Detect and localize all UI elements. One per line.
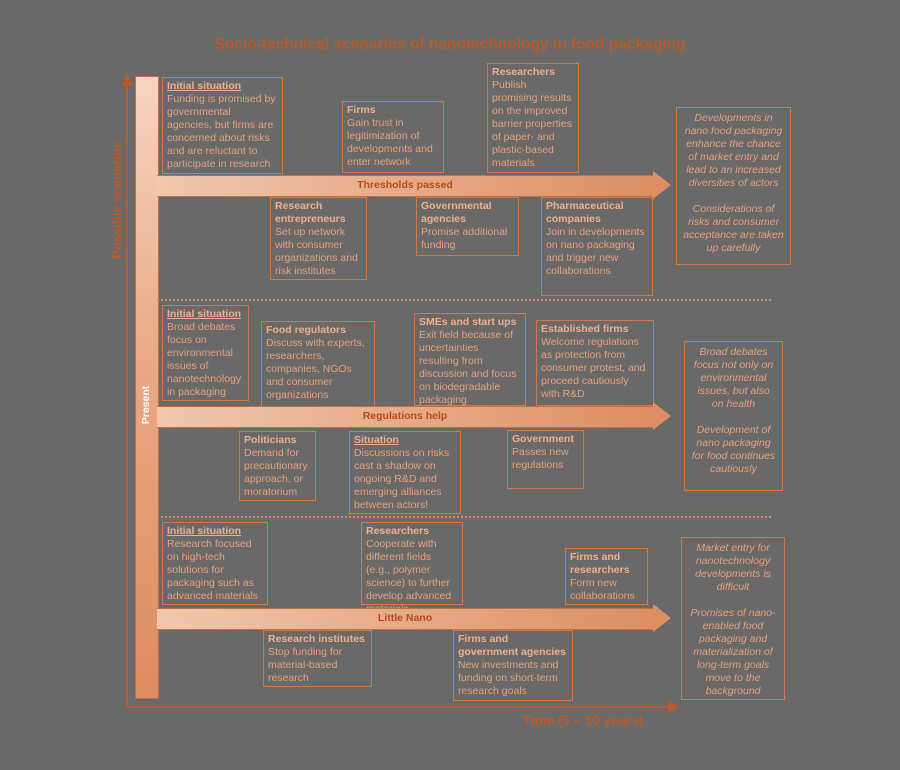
s2-arrowhead xyxy=(653,402,671,430)
box-body: Research focused on high-tech solutions … xyxy=(167,538,259,602)
s3-researchers-box: Researchers Cooperate with different fie… xyxy=(361,522,463,615)
s2-established-firms-box: Established firms Welcome regulations as… xyxy=(536,320,654,406)
box-heading: Firms xyxy=(347,104,376,116)
box-body: Cooperate with different fields (e.g., p… xyxy=(366,538,452,615)
s1-scenario-arrow: Thresholds passed xyxy=(157,175,653,197)
box-body: Join in developments on nano packaging a… xyxy=(546,226,645,277)
box-heading: Initial situation xyxy=(167,525,242,537)
box-heading: Established firms xyxy=(541,323,629,335)
outcome-text: Development of nano packaging for food c… xyxy=(691,424,776,475)
s1-governmental-agencies-box: Governmental agencies Promise additional… xyxy=(416,197,519,256)
x-axis-line xyxy=(127,706,672,708)
s2-initial-situation-box: Initial situation Broad debates focus on… xyxy=(162,305,249,401)
box-heading: Research entrepreneurs xyxy=(275,200,346,225)
box-heading: Researchers xyxy=(492,66,556,78)
box-heading: Food regulators xyxy=(266,324,346,336)
x-axis-arrowhead xyxy=(668,701,680,713)
box-body: Exit field because of uncertainties resu… xyxy=(419,329,517,406)
s1-pharmaceutical-companies-box: Pharmaceutical companies Join in develop… xyxy=(541,197,653,296)
s1-researchers-box: Researchers Publish promising results on… xyxy=(487,63,579,173)
box-body: Promise additional funding xyxy=(421,226,508,251)
box-heading: SMEs and start ups xyxy=(419,316,517,328)
box-heading: Firms and government agencies xyxy=(458,633,566,658)
box-heading: Politicians xyxy=(244,434,297,446)
s2-politicians-box: Politicians Demand for precautionary app… xyxy=(239,431,316,501)
box-body: Gain trust in legitimization of developm… xyxy=(347,117,433,168)
box-heading: Pharmaceutical companies xyxy=(546,200,624,225)
box-body: Discuss with experts, researchers, compa… xyxy=(266,337,365,401)
arrow-label: Regulations help xyxy=(362,410,448,422)
box-body: Discussions on risks cast a shadow on on… xyxy=(354,447,450,511)
s2-smes-box: SMEs and start ups Exit field because of… xyxy=(414,313,526,406)
arrow-label: Little Nano xyxy=(377,612,433,624)
s1-arrowhead xyxy=(653,171,671,199)
x-axis-label: Time (5 – 10 years) xyxy=(523,713,644,728)
diagram-title: Socio-technical scenarios of nanotechnol… xyxy=(214,36,686,53)
box-body: New investments and funding on short-ter… xyxy=(458,659,559,697)
s3-outcome-box: Market entry for nanotechnology developm… xyxy=(681,537,785,700)
s3-arrowhead xyxy=(653,604,671,632)
s2-scenario-arrow: Regulations help xyxy=(157,406,653,428)
present-label: Present xyxy=(140,385,152,425)
scenario-divider xyxy=(157,299,771,301)
box-body: Passes new regulations xyxy=(512,446,569,471)
box-heading: Firms and researchers xyxy=(570,551,630,576)
s2-situation-box: Situation Discussions on risks cast a sh… xyxy=(349,431,461,514)
y-axis-label: Possible scenarios xyxy=(109,141,125,259)
outcome-text: Promises of nano-enabled food packaging … xyxy=(690,607,776,697)
s1-firms-box: Firms Gain trust in legitimization of de… xyxy=(342,101,444,173)
s2-government-box: Government Passes new regulations xyxy=(507,430,584,489)
box-heading: Researchers xyxy=(366,525,430,537)
s1-research-entrepreneurs-box: Research entrepreneurs Set up network wi… xyxy=(270,197,367,280)
outcome-text: Considerations of risks and consumer acc… xyxy=(683,203,784,254)
box-body: Funding is promised by governmental agen… xyxy=(167,93,276,170)
box-heading: Initial situation xyxy=(167,308,242,320)
s3-research-institutes-box: Research institutes Stop funding for mat… xyxy=(263,630,372,687)
s3-firms-government-box: Firms and government agencies New invest… xyxy=(453,630,573,701)
outcome-text: Broad debates focus not only on environm… xyxy=(693,346,774,410)
outcome-text: Market entry for nanotechnology developm… xyxy=(695,542,771,593)
s1-initial-situation-box: Initial situation Funding is promised by… xyxy=(162,77,283,174)
y-axis-line xyxy=(126,86,128,708)
box-heading: Situation xyxy=(354,434,399,446)
box-body: Set up network with consumer organizatio… xyxy=(275,226,358,277)
scenario-divider xyxy=(157,516,771,518)
box-body: Welcome regulations as protection from c… xyxy=(541,336,646,400)
box-body: Demand for precautionary approach, or mo… xyxy=(244,447,308,498)
box-heading: Governmental agencies xyxy=(421,200,492,225)
box-heading: Government xyxy=(512,433,574,445)
s3-scenario-arrow: Little Nano xyxy=(157,608,653,630)
box-heading: Initial situation xyxy=(167,80,242,92)
box-body: Form new collaborations xyxy=(570,577,635,602)
s2-food-regulators-box: Food regulators Discuss with experts, re… xyxy=(261,321,375,407)
arrow-label: Thresholds passed xyxy=(357,179,453,191)
s2-outcome-box: Broad debates focus not only on environm… xyxy=(684,341,783,491)
outcome-text: Developments in nano food packaging enha… xyxy=(684,112,783,189)
present-bar xyxy=(135,76,159,699)
box-body: Broad debates focus on environmental iss… xyxy=(167,321,242,398)
box-body: Stop funding for material-based research xyxy=(268,646,343,684)
box-heading: Research institutes xyxy=(268,633,365,645)
s3-initial-situation-box: Initial situation Research focused on hi… xyxy=(162,522,268,605)
s1-outcome-box: Developments in nano food packaging enha… xyxy=(676,107,791,265)
box-body: Publish promising results on the improve… xyxy=(492,79,572,169)
y-axis-arrowhead xyxy=(121,74,133,86)
s3-firms-researchers-box: Firms and researchers Form new collabora… xyxy=(565,548,648,605)
